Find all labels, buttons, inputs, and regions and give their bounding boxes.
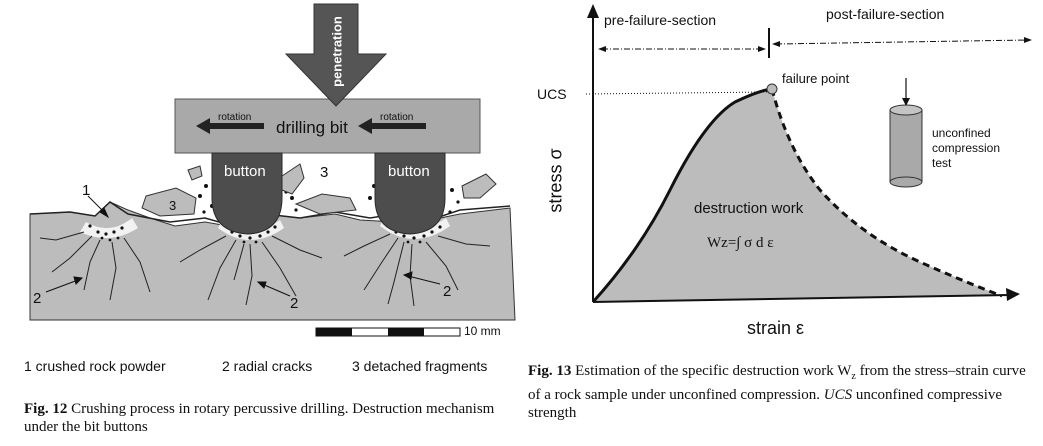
x-axis <box>592 294 1011 303</box>
failure-point-marker <box>766 83 778 95</box>
pre-failure-curve <box>591 87 773 304</box>
fig13-caption-label: Fig. 13 <box>528 363 572 379</box>
rotation-label-left: rotation <box>218 112 252 123</box>
button-label-left: button <box>224 163 266 180</box>
pointer-arrows <box>45 195 441 297</box>
fig13-caption-subscript: z <box>851 371 856 382</box>
rotation-arrow-right <box>358 118 426 134</box>
post-failure-label: post-failure-section <box>826 6 945 22</box>
marker-2-right: 2 <box>443 283 452 300</box>
test-load-arrow <box>902 78 910 106</box>
x-axis-label: strain ε <box>747 318 805 338</box>
ucs-tick-label: UCS <box>537 86 567 102</box>
fragment-2 <box>281 163 305 195</box>
fig12-drawing <box>29 3 516 337</box>
test-label-3: test <box>932 156 952 170</box>
fragment-5 <box>187 165 203 181</box>
penetration-label: penetration <box>329 16 345 87</box>
x-axis-arrowhead <box>1006 288 1020 301</box>
legend-detached-fragments: 3 detached fragments <box>352 358 488 374</box>
figure-13: pre-failure-section post-failure-section… <box>520 0 1043 446</box>
fig13-caption-ucs: UCS <box>823 387 853 403</box>
fig13-caption: Fig. 13 Estimation of the specific destr… <box>528 362 1032 422</box>
pre-section-arrow <box>598 46 766 52</box>
marker-3-gap: 3 <box>320 164 329 181</box>
y-axis-label: stress σ <box>545 148 566 213</box>
legend-crushed-powder: 1 crushed rock powder <box>24 358 166 374</box>
pre-failure-label: pre-failure-section <box>604 12 717 28</box>
scale-bar <box>315 327 461 337</box>
fig12-caption-text: Crushing process in rotary percussive dr… <box>24 401 495 435</box>
legend-radial-cracks: 2 radial cracks <box>222 358 313 374</box>
ucs-line <box>585 91 769 95</box>
fig13-drawing <box>585 4 1032 304</box>
button-left <box>211 152 283 235</box>
fragment-1 <box>141 187 197 217</box>
button-right <box>374 152 446 235</box>
fragment-3 <box>294 193 357 215</box>
failure-point-label: failure point <box>782 71 850 86</box>
penetration-arrow <box>284 3 388 107</box>
fig13-caption-text-1: Estimation of the specific destruction w… <box>575 363 852 379</box>
y-axis-arrowhead <box>587 4 599 18</box>
marker-2-left: 2 <box>33 290 42 307</box>
crushed-zone-right <box>380 218 450 239</box>
figure-12: penetration drilling bit rotation rotati… <box>0 0 520 446</box>
penetration-label-box: penetration <box>322 8 352 98</box>
post-failure-curve <box>770 88 1003 298</box>
test-cylinder <box>889 104 923 188</box>
test-label-2: compression <box>932 141 1001 155</box>
area-label: destruction work <box>694 200 804 217</box>
fig13-caption-text-3: unconfined compressive strength <box>528 387 1003 421</box>
fig12-caption: Fig. 12 Crushing process in rotary percu… <box>24 400 516 436</box>
radial-cracks <box>39 231 491 307</box>
crushed-zone-1 <box>80 218 138 239</box>
fig12-caption-label: Fig. 12 <box>24 401 68 417</box>
fragment-4 <box>461 173 497 199</box>
marker-1: 1 <box>82 182 91 199</box>
rotation-arrow-left <box>196 118 264 134</box>
scale-label: 10 mm <box>464 324 501 338</box>
fig13-caption-text-2: from the stress–strain curve of a rock s… <box>528 363 1026 403</box>
destruction-work-area <box>593 89 1002 302</box>
button-label-right: button <box>388 163 430 180</box>
rotation-label-right: rotation <box>380 112 414 123</box>
marker-3-fragment: 3 <box>169 198 177 213</box>
formula: Wz=∫ σ d ε <box>707 235 774 251</box>
drilling-bit-label: drilling bit <box>276 118 348 137</box>
post-section-arrow <box>772 37 1032 47</box>
test-label-1: unconfined <box>932 126 991 140</box>
marker-2-middle: 2 <box>290 295 299 312</box>
